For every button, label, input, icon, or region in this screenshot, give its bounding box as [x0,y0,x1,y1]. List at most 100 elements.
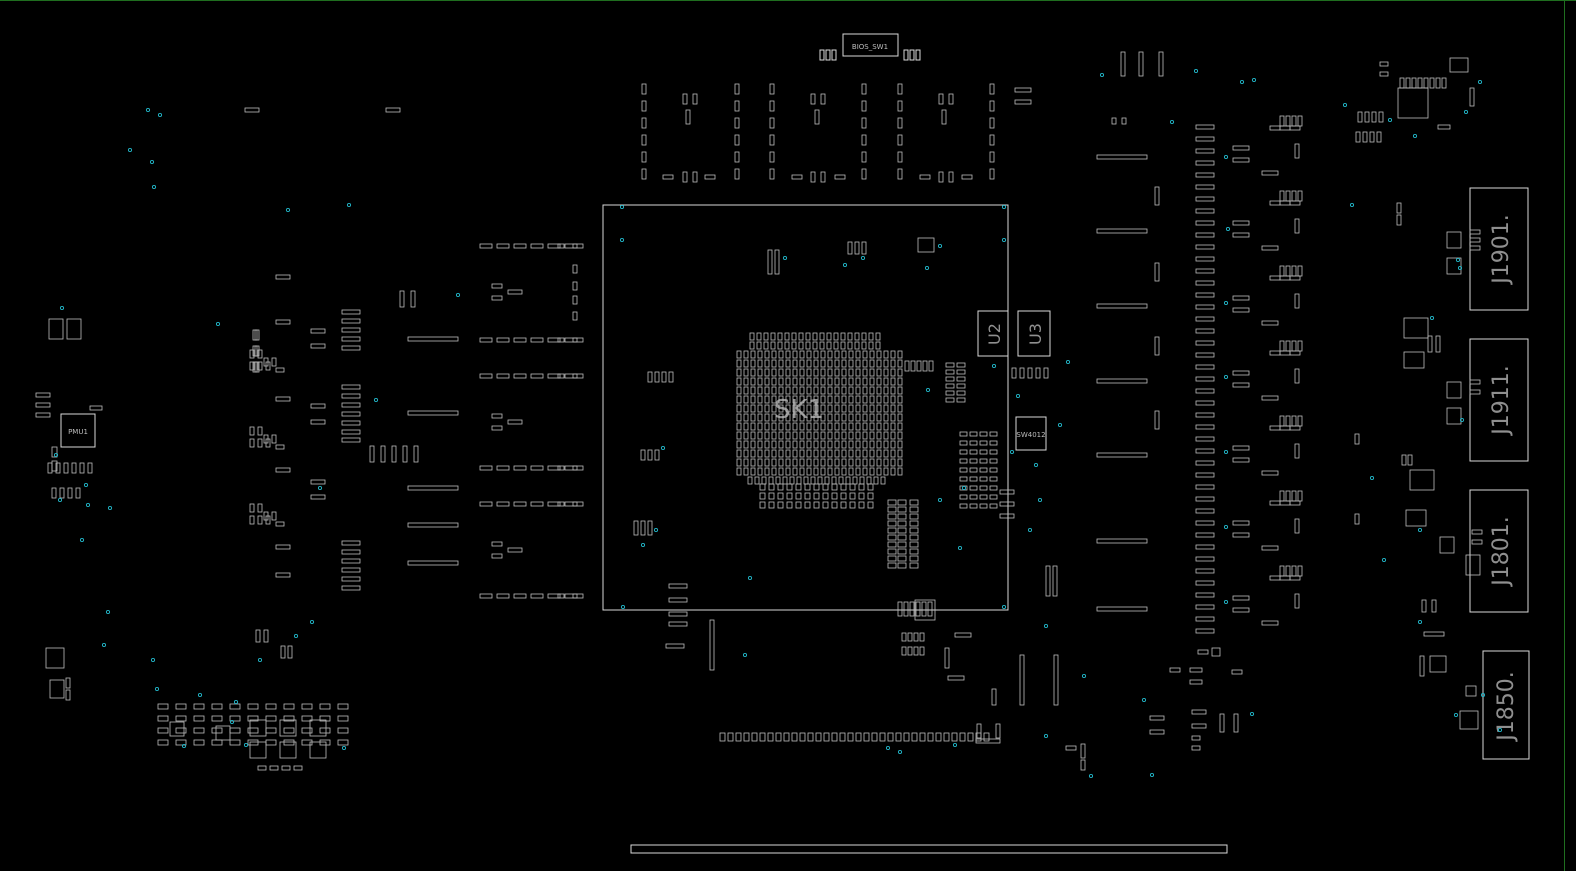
footprint [862,467,868,476]
footprint [496,501,510,507]
footprint [959,485,968,491]
footprint [280,645,286,659]
footprint [778,350,784,359]
connector-j1801[interactable]: J1801. [1469,489,1529,613]
footprint [820,413,826,422]
footprint [743,404,749,413]
footprint [757,458,763,467]
footprint [945,390,955,396]
footprint [919,632,925,642]
footprint [764,404,770,413]
pmu1-chip[interactable]: PMU1 [60,413,96,448]
footprint [947,675,965,681]
footprint [157,703,169,710]
footprint [1294,143,1300,159]
via [197,692,203,698]
footprint [211,727,223,734]
footprint [840,492,847,500]
footprint [799,467,805,476]
footprint [999,501,1015,507]
footprint [820,404,826,413]
footprint [750,395,756,404]
footprint [513,337,527,343]
footprint [1011,367,1017,379]
footprint [959,503,968,509]
via [341,745,347,751]
footprint [848,422,854,431]
footprint [407,560,459,566]
footprint [959,494,968,500]
pcie-edge-connector[interactable] [630,844,1228,854]
footprint [861,332,867,341]
footprint [927,601,933,617]
footprint [275,467,291,473]
footprint [662,174,674,180]
footprint [834,422,840,431]
u2-chip[interactable]: U2 [977,310,1009,357]
footprint [834,377,840,386]
via [1457,265,1463,271]
footprint [948,93,954,105]
footprint [833,341,839,350]
footprint [1471,529,1483,535]
footprint [55,462,61,474]
connector-j1911[interactable]: J1911. [1469,338,1529,462]
footprint [530,243,544,249]
footprint [798,332,804,341]
footprint [922,360,928,372]
footprint [1195,592,1215,598]
footprint [157,715,169,722]
footprint [778,386,784,395]
footprint [897,117,903,129]
footprint [1437,124,1451,130]
footprint [275,396,291,402]
footprint [834,368,840,377]
footprint [785,413,791,422]
footprint [734,117,740,129]
footprint [1469,229,1481,235]
bios-switch[interactable]: BIOS_SW1 [842,33,899,57]
via [1477,79,1483,85]
sw4012-part[interactable]: SW4012 [1015,416,1047,451]
footprint [819,341,825,350]
footprint [756,341,762,350]
footprint [310,479,326,485]
footprint [792,440,798,449]
footprint [941,109,947,125]
footprint [869,458,875,467]
footprint [815,732,822,742]
footprint [989,476,998,482]
u3-chip[interactable]: U3 [1017,310,1051,357]
footprint [897,601,903,617]
footprint [1195,556,1215,562]
footprint [1289,425,1301,431]
footprint [1441,77,1447,89]
footprint [849,483,856,491]
footprint [876,467,882,476]
footprint [785,395,791,404]
footprint [1195,172,1215,178]
footprint [751,732,758,742]
footprint [1027,367,1033,379]
footprint [827,395,833,404]
footprint [1189,679,1203,685]
footprint [1195,256,1215,262]
footprint [743,395,749,404]
soc-package-outline[interactable] [602,204,1009,611]
footprint [792,368,798,377]
connector-j1901[interactable]: J1901. [1469,187,1529,311]
footprint [841,368,847,377]
footprint [1195,460,1215,466]
footprint [407,410,459,416]
footprint [1019,367,1025,379]
footprint [989,151,995,163]
via [157,112,163,118]
footprint [257,426,263,436]
footprint [301,727,313,734]
bios-switch-label: BIOS_SW1 [852,43,888,51]
footprint [890,386,896,395]
footprint [265,715,277,722]
footprint [945,383,955,389]
footprint [847,332,853,341]
